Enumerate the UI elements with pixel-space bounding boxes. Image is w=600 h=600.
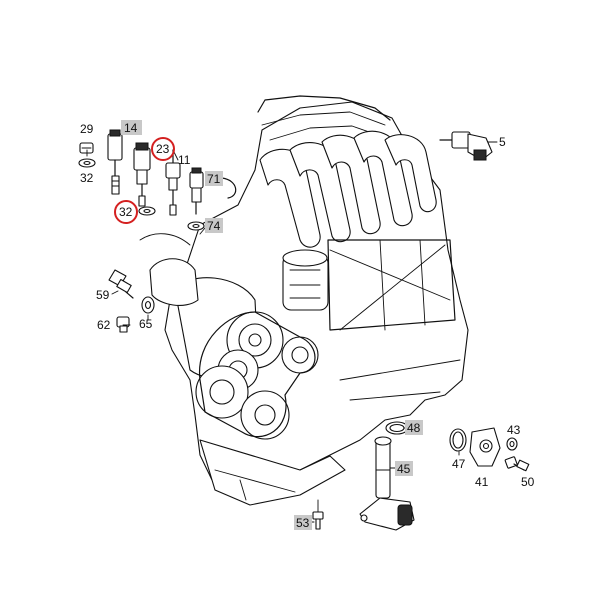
part-71-sensor <box>189 167 204 215</box>
callout-47: 47 <box>452 457 466 471</box>
part-23-sensor <box>133 142 151 207</box>
part-41-housing <box>469 427 501 467</box>
part-47-oring <box>449 428 467 452</box>
callout-53: 53 <box>296 516 310 530</box>
part-74-washer <box>187 221 205 231</box>
callout-circle-23: 23 <box>151 137 175 161</box>
callout-71: 71 <box>207 172 221 186</box>
part-50-bolt <box>504 456 530 472</box>
callout-59: 59 <box>96 288 110 302</box>
part-62-plug <box>116 316 130 333</box>
callout-45: 45 <box>397 462 411 476</box>
callout-50: 50 <box>521 475 535 489</box>
callout-box-48: 48 <box>405 420 423 435</box>
callout-23: 23 <box>156 142 170 156</box>
part-45-tube <box>359 436 415 531</box>
part-11-sensor <box>165 149 181 216</box>
hose-clip <box>221 177 237 199</box>
callout-box-74: 74 <box>205 218 223 233</box>
callout-box-71: 71 <box>205 171 223 186</box>
callout-32-circled: 32 <box>119 205 133 219</box>
callout-43: 43 <box>507 423 521 437</box>
part-5-connector <box>439 131 493 161</box>
callout-74: 74 <box>207 219 221 233</box>
part-43-washer <box>506 437 518 451</box>
callout-32: 32 <box>80 171 94 185</box>
callout-62: 62 <box>97 318 111 332</box>
part-14-sensor <box>107 129 123 195</box>
callout-box-14: 14 <box>121 120 142 135</box>
callout-14: 14 <box>124 121 138 135</box>
part-29-plug <box>79 142 94 154</box>
callout-48: 48 <box>407 421 421 435</box>
callout-65: 65 <box>139 317 153 331</box>
engine-block <box>139 95 469 506</box>
callout-11: 11 <box>178 153 191 167</box>
callout-circle-32: 32 <box>114 200 138 224</box>
part-53-bolt <box>312 499 324 530</box>
callout-5: 5 <box>499 135 506 149</box>
callout-box-53: 53 <box>294 515 312 530</box>
part-65-washer <box>141 296 155 314</box>
callout-41: 41 <box>475 475 489 489</box>
part-32-washer-left <box>78 158 96 168</box>
part-59-sensor <box>108 269 134 299</box>
callout-box-45: 45 <box>395 461 413 476</box>
callout-29: 29 <box>80 122 94 136</box>
part-32-washer-circled <box>138 206 156 216</box>
